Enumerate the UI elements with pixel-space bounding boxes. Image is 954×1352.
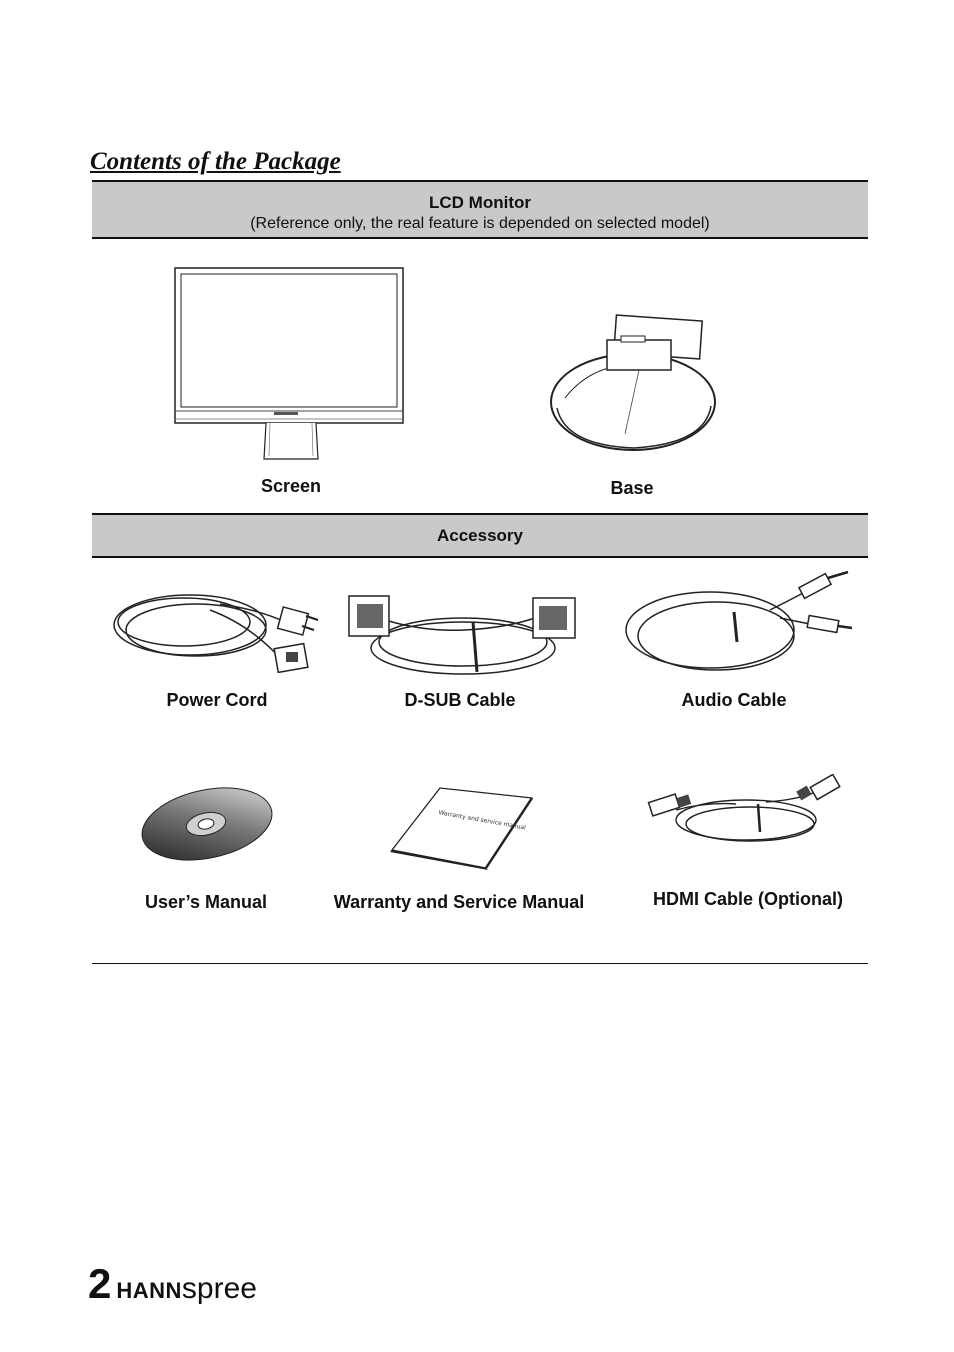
item-label-audio-cable: Audio Cable (659, 690, 809, 711)
page-number: 2 (88, 1260, 110, 1308)
hdmi-cable-icon (646, 774, 842, 846)
monitor-screen-icon (170, 263, 410, 463)
item-label-hdmi-cable: HDMI Cable (Optional) (640, 889, 856, 910)
lcd-monitor-heading: LCD Monitor (92, 193, 868, 213)
accessory-heading: Accessory (92, 526, 868, 546)
page-footer: 2 HANNspree (88, 1260, 257, 1308)
brand-logo-bold: HANN (116, 1278, 182, 1303)
brand-logo-light: spree (182, 1272, 257, 1305)
brand-logo: HANNspree (116, 1272, 257, 1306)
accessory-header: Accessory (92, 513, 868, 558)
lcd-monitor-header: LCD Monitor (Reference only, the real fe… (92, 180, 868, 239)
item-label-warranty-manual: Warranty and Service Manual (318, 892, 600, 913)
item-label-base: Base (567, 478, 697, 499)
dsub-cable-icon (345, 580, 580, 680)
item-label-screen: Screen (226, 476, 356, 497)
lcd-monitor-subheading: (Reference only, the real feature is dep… (92, 215, 868, 233)
monitor-base-icon (545, 310, 735, 460)
item-label-dsub-cable: D-SUB Cable (385, 690, 535, 711)
item-label-power-cord: Power Cord (142, 690, 292, 711)
item-label-users-manual: User’s Manual (126, 892, 286, 913)
page-title: Contents of the Package (90, 148, 341, 176)
power-cord-icon (110, 580, 325, 685)
booklet-icon: Warranty and service manual (388, 784, 536, 870)
audio-cable-icon (620, 570, 855, 680)
cd-disc-icon (138, 786, 276, 862)
bottom-divider (92, 963, 868, 964)
